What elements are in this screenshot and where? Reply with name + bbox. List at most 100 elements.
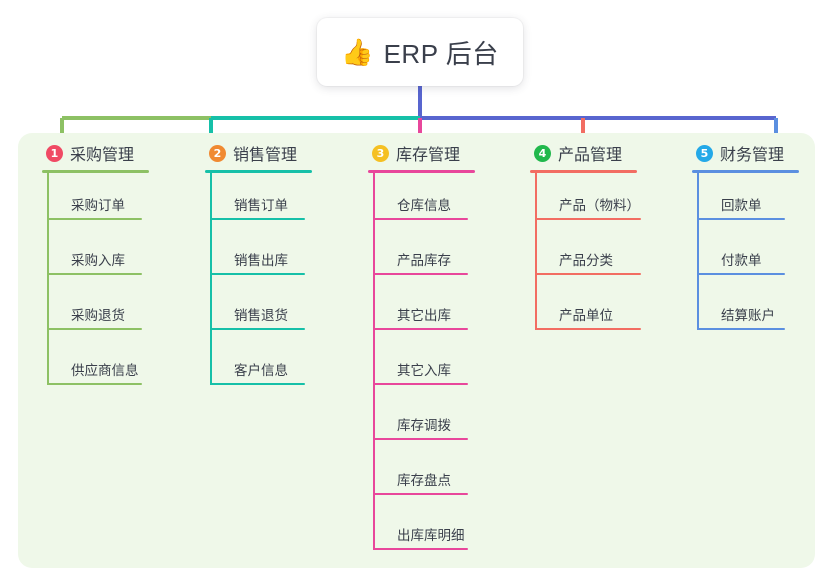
branch-item-label: 回款单 bbox=[721, 198, 762, 213]
branch-header-2[interactable]: 2 销售管理 bbox=[205, 140, 367, 166]
branch-item-label: 采购退货 bbox=[71, 308, 125, 323]
branch-item-label: 客户信息 bbox=[234, 363, 288, 378]
branch-spine bbox=[373, 173, 375, 550]
branch-item-label: 产品库存 bbox=[397, 253, 451, 268]
branch-item-label: 采购入库 bbox=[71, 253, 125, 268]
branch-title: 销售管理 bbox=[233, 147, 298, 164]
branch-item[interactable]: 采购订单 bbox=[42, 173, 204, 228]
branch-item-list: 销售订单销售出库销售退货客户信息 bbox=[205, 173, 367, 393]
branch-column-5: 5 财务管理回款单付款单结算账户 bbox=[692, 140, 839, 338]
branches-panel bbox=[18, 133, 815, 568]
branch-item-label: 其它出库 bbox=[397, 308, 451, 323]
branch-header-1[interactable]: 1 采购管理 bbox=[42, 140, 204, 166]
branch-title: 产品管理 bbox=[558, 147, 623, 164]
branch-item[interactable]: 仓库信息 bbox=[368, 173, 530, 228]
branch-item-label: 采购订单 bbox=[71, 198, 125, 213]
branch-item-underline bbox=[47, 328, 142, 330]
branch-number-badge: 5 bbox=[696, 144, 713, 162]
branch-item-label: 销售出库 bbox=[234, 253, 288, 268]
branch-item-underline bbox=[373, 493, 468, 495]
branch-item-label: 产品（物料） bbox=[559, 198, 640, 213]
branch-item[interactable]: 产品单位 bbox=[530, 283, 692, 338]
branch-title: 财务管理 bbox=[720, 147, 785, 164]
branch-item-list: 采购订单采购入库采购退货供应商信息 bbox=[42, 173, 204, 393]
branch-item-underline bbox=[373, 383, 468, 385]
branch-item-underline bbox=[47, 218, 142, 220]
branch-title: 库存管理 bbox=[396, 147, 461, 164]
branch-item-underline bbox=[697, 218, 785, 220]
branch-item-list: 仓库信息产品库存其它出库其它入库库存调拨库存盘点出库库明细 bbox=[368, 173, 530, 558]
root-title: ERP 后台 bbox=[383, 38, 499, 69]
branch-item-label: 库存盘点 bbox=[397, 473, 451, 488]
branch-header-underline bbox=[368, 170, 475, 173]
branch-header-5[interactable]: 5 财务管理 bbox=[692, 140, 839, 166]
branch-number-badge: 2 bbox=[209, 144, 226, 162]
branch-item-underline bbox=[373, 328, 468, 330]
branch-spine bbox=[697, 173, 699, 330]
branch-item-underline bbox=[210, 218, 305, 220]
branch-item-underline bbox=[373, 218, 468, 220]
root-node[interactable]: 👍 ERP 后台 bbox=[317, 18, 523, 86]
branch-item-underline bbox=[535, 328, 641, 330]
branch-number-badge: 1 bbox=[46, 144, 63, 162]
branch-item[interactable]: 采购退货 bbox=[42, 283, 204, 338]
branch-item-label: 销售退货 bbox=[234, 308, 288, 323]
branch-column-2: 2 销售管理销售订单销售出库销售退货客户信息 bbox=[205, 140, 367, 393]
branch-number-badge: 3 bbox=[372, 144, 389, 162]
branch-item[interactable]: 产品库存 bbox=[368, 228, 530, 283]
branch-header-3[interactable]: 3 库存管理 bbox=[368, 140, 530, 166]
branch-item-underline bbox=[535, 273, 641, 275]
branch-title: 采购管理 bbox=[70, 147, 135, 164]
branch-item-underline bbox=[535, 218, 641, 220]
branch-item-underline bbox=[47, 273, 142, 275]
branch-item-underline bbox=[210, 383, 305, 385]
branch-item-label: 产品分类 bbox=[559, 253, 613, 268]
branch-item-underline bbox=[373, 438, 468, 440]
branch-item-label: 销售订单 bbox=[234, 198, 288, 213]
branch-item[interactable]: 销售退货 bbox=[205, 283, 367, 338]
branch-item-label: 产品单位 bbox=[559, 308, 613, 323]
branch-item[interactable]: 供应商信息 bbox=[42, 338, 204, 393]
branch-header-underline bbox=[205, 170, 312, 173]
branch-item-underline bbox=[210, 273, 305, 275]
branch-item-list: 回款单付款单结算账户 bbox=[692, 173, 839, 338]
branch-item-label: 其它入库 bbox=[397, 363, 451, 378]
branch-spine bbox=[47, 173, 49, 385]
branch-item-label: 库存调拨 bbox=[397, 418, 451, 433]
branch-item-label: 结算账户 bbox=[721, 308, 775, 323]
branch-item[interactable]: 采购入库 bbox=[42, 228, 204, 283]
branch-spine bbox=[535, 173, 537, 330]
branch-column-3: 3 库存管理仓库信息产品库存其它出库其它入库库存调拨库存盘点出库库明细 bbox=[368, 140, 530, 558]
branch-item-label: 供应商信息 bbox=[71, 363, 139, 378]
branch-item[interactable]: 付款单 bbox=[692, 228, 839, 283]
branch-item[interactable]: 结算账户 bbox=[692, 283, 839, 338]
branch-column-4: 4 产品管理产品（物料） 产品分类产品单位 bbox=[530, 140, 692, 338]
branch-item-underline bbox=[210, 328, 305, 330]
branch-number-badge: 4 bbox=[534, 144, 551, 162]
branch-spine bbox=[210, 173, 212, 385]
branch-item-underline bbox=[697, 328, 785, 330]
branch-item[interactable]: 回款单 bbox=[692, 173, 839, 228]
branch-item[interactable]: 销售订单 bbox=[205, 173, 367, 228]
branch-item-list: 产品（物料） 产品分类产品单位 bbox=[530, 173, 692, 338]
branch-header-underline bbox=[42, 170, 149, 173]
branch-item[interactable]: 出库库明细 bbox=[368, 503, 530, 558]
branch-item[interactable]: 产品（物料） bbox=[530, 173, 692, 228]
branch-item-underline bbox=[373, 273, 468, 275]
branch-header-4[interactable]: 4 产品管理 bbox=[530, 140, 692, 166]
branch-item-underline bbox=[47, 383, 142, 385]
branch-item[interactable]: 库存盘点 bbox=[368, 448, 530, 503]
branch-header-underline bbox=[530, 170, 637, 173]
branch-column-1: 1 采购管理采购订单采购入库采购退货供应商信息 bbox=[42, 140, 204, 393]
branch-item[interactable]: 产品分类 bbox=[530, 228, 692, 283]
branch-item[interactable]: 客户信息 bbox=[205, 338, 367, 393]
branch-item-label: 出库库明细 bbox=[397, 528, 465, 543]
branch-item-label: 付款单 bbox=[721, 253, 762, 268]
branch-item[interactable]: 销售出库 bbox=[205, 228, 367, 283]
branch-item[interactable]: 其它入库 bbox=[368, 338, 530, 393]
branch-header-underline bbox=[692, 170, 799, 173]
branch-item[interactable]: 其它出库 bbox=[368, 283, 530, 338]
branch-item[interactable]: 库存调拨 bbox=[368, 393, 530, 448]
branch-item-label: 仓库信息 bbox=[397, 198, 451, 213]
